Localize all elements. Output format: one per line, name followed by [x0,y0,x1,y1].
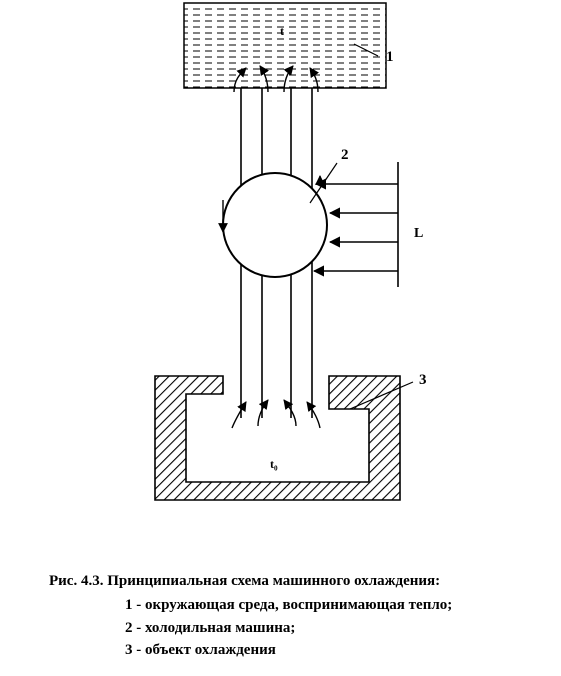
caption-item-3: 3 - объект охлаждения [125,642,276,658]
label-number-1: 1 [386,49,394,65]
work-input-arrows [312,162,399,287]
label-t: t [280,24,284,38]
label-number-3: 3 [419,372,427,388]
label-number-2: 2 [341,147,349,163]
caption-item-2: 2 - холодильная машина; [125,620,296,636]
extracted-heat-arrows [231,399,321,429]
label-t0: t₀ [270,457,278,471]
caption-title: Рис. 4.3. Принципиальная схема машинного… [49,573,441,589]
rejected-heat-arrows [233,65,319,93]
refrigeration-machine [222,172,328,278]
cooled-object [154,375,401,501]
caption-item-1: 1 - окружающая среда, воспринимающая теп… [125,597,453,613]
cooling-scheme-diagram: t t₀ L 1 2 3 [154,2,427,501]
label-L: L [414,226,423,241]
callout-leaders [309,43,414,410]
